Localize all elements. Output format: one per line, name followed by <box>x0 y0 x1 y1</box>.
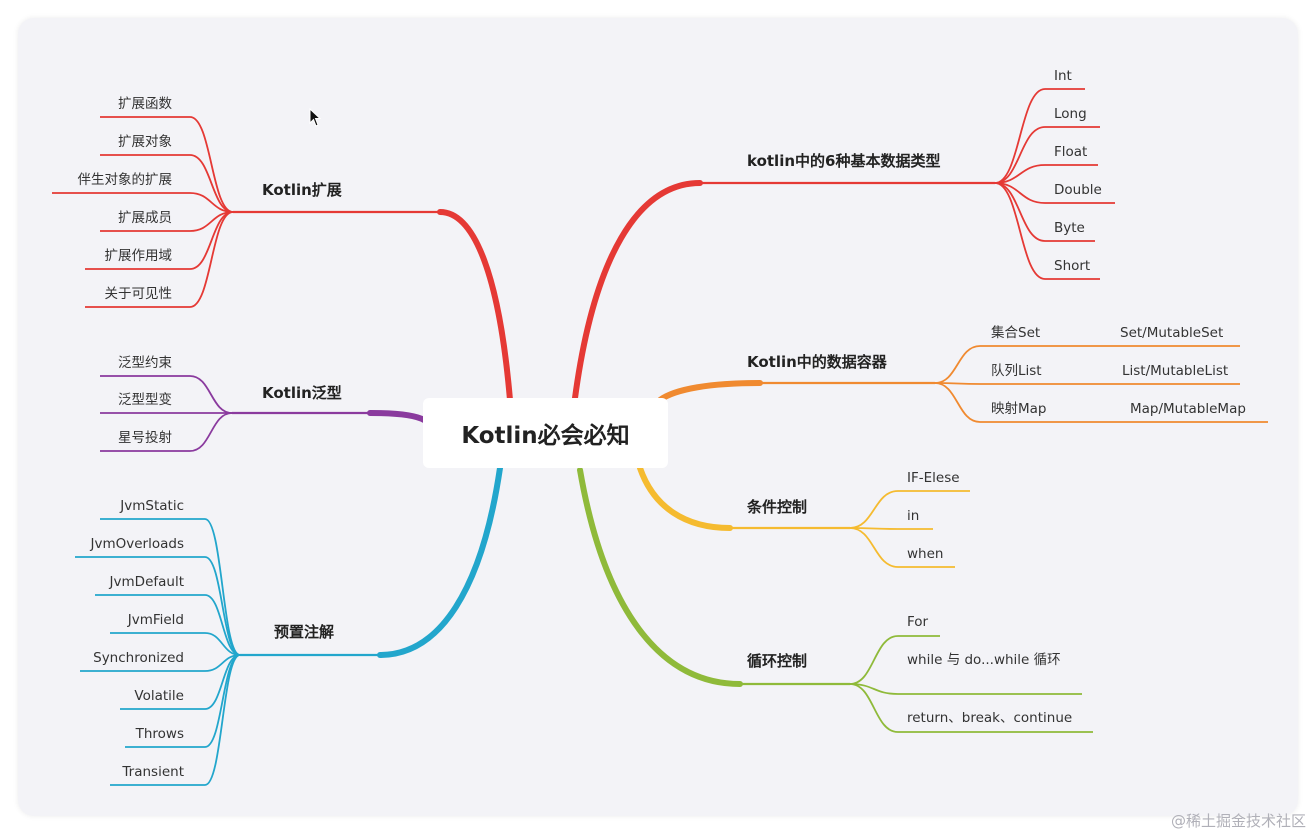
branch-label[interactable]: 循环控制 <box>747 652 807 670</box>
leaf-node[interactable]: Transient <box>121 764 184 780</box>
root-node[interactable]: Kotlin必会必知 <box>423 398 668 468</box>
leaf-node[interactable]: Int <box>1054 68 1072 84</box>
leaf-node[interactable]: 扩展成员 <box>118 210 172 226</box>
leaf-connector <box>849 683 1093 733</box>
leaf-node[interactable]: 扩展作用域 <box>105 248 173 264</box>
leaf-detail[interactable]: Set/MutableSet <box>1120 325 1223 341</box>
leaf-node[interactable]: while 与 do...while 循环 <box>907 652 1061 668</box>
branch-label[interactable]: 预置注解 <box>274 623 334 641</box>
leaf-connector <box>849 527 955 568</box>
branch-connector <box>367 410 427 423</box>
leaf-node[interactable]: JvmStatic <box>119 498 184 514</box>
leaf-connector <box>100 412 233 452</box>
leaf-node[interactable]: Float <box>1054 144 1087 160</box>
leaf-node[interactable]: 集合Set <box>991 325 1040 341</box>
branch-label[interactable]: 条件控制 <box>746 498 807 516</box>
leaf-node[interactable]: 伴生对象的扩展 <box>78 172 173 188</box>
leaf-detail[interactable]: List/MutableList <box>1122 363 1228 379</box>
leaf-node[interactable]: JvmDefault <box>109 574 184 590</box>
leaf-node[interactable]: 星号投射 <box>118 430 172 446</box>
leaf-node[interactable]: Synchronized <box>93 650 184 666</box>
leaf-connector <box>994 126 1100 184</box>
leaf-connector <box>100 375 233 414</box>
leaf-node[interactable]: Long <box>1054 106 1087 122</box>
branch-label[interactable]: Kotlin中的数据容器 <box>747 353 888 371</box>
leaf-connector <box>110 632 241 656</box>
leaf-connector <box>934 382 1268 423</box>
leaf-connector <box>95 594 241 656</box>
leaf-node[interactable]: Byte <box>1054 220 1085 236</box>
leaf-node[interactable]: 泛型型变 <box>118 392 172 408</box>
leaf-connector <box>849 635 940 685</box>
branch-connector <box>437 209 513 403</box>
branch-connector <box>572 180 703 401</box>
leaf-node[interactable]: IF-Elese <box>907 470 960 486</box>
branch-connector <box>637 465 733 531</box>
leaf-connector <box>849 683 1082 695</box>
leaf-node[interactable]: Double <box>1054 182 1102 198</box>
leaf-detail[interactable]: Map/MutableMap <box>1130 401 1246 417</box>
watermark: @稀土掘金技术社区 <box>1170 812 1306 830</box>
leaf-node[interactable]: JvmField <box>127 612 184 628</box>
leaf-connector <box>849 490 970 529</box>
leaf-node[interactable]: JvmOverloads <box>90 536 184 552</box>
leaf-node[interactable]: 泛型约束 <box>118 355 172 371</box>
leaf-connector <box>934 345 1240 384</box>
branch-connector <box>577 467 743 687</box>
leaf-node[interactable]: 扩展函数 <box>118 96 172 112</box>
leaf-connector <box>85 211 234 308</box>
leaf-connector <box>994 164 1098 184</box>
leaf-connector <box>110 654 241 786</box>
leaf-node[interactable]: 队列List <box>991 363 1042 379</box>
leaf-node[interactable]: Short <box>1054 258 1090 274</box>
branch-label[interactable]: kotlin中的6种基本数据类型 <box>747 152 940 170</box>
leaf-connector <box>100 116 234 213</box>
leaf-connector <box>994 88 1085 184</box>
branch-label[interactable]: Kotlin扩展 <box>262 181 342 199</box>
leaf-node[interactable]: 扩展对象 <box>118 134 172 150</box>
leaf-node[interactable]: For <box>907 614 929 630</box>
branch-connector <box>377 465 503 658</box>
leaf-node[interactable]: 映射Map <box>991 401 1047 417</box>
leaf-connector <box>52 192 234 213</box>
leaf-connector <box>994 182 1100 280</box>
leaf-node[interactable]: 关于可见性 <box>105 286 173 302</box>
leaf-connector <box>934 382 1240 385</box>
branch-label[interactable]: Kotlin泛型 <box>262 384 342 402</box>
leaf-connector <box>100 154 234 213</box>
leaf-node[interactable]: in <box>907 508 919 524</box>
branch-connector <box>657 380 763 403</box>
leaf-connector <box>100 518 241 656</box>
leaf-connector <box>849 527 933 530</box>
mouse-cursor-icon <box>309 108 322 127</box>
leaf-connector <box>994 182 1115 204</box>
leaf-node[interactable]: Throws <box>135 726 184 742</box>
leaf-node[interactable]: return、break、continue <box>907 710 1072 726</box>
leaf-node[interactable]: Volatile <box>134 688 184 704</box>
leaf-connector <box>994 182 1095 242</box>
leaf-connector <box>75 556 241 656</box>
leaf-node[interactable]: when <box>907 546 943 562</box>
